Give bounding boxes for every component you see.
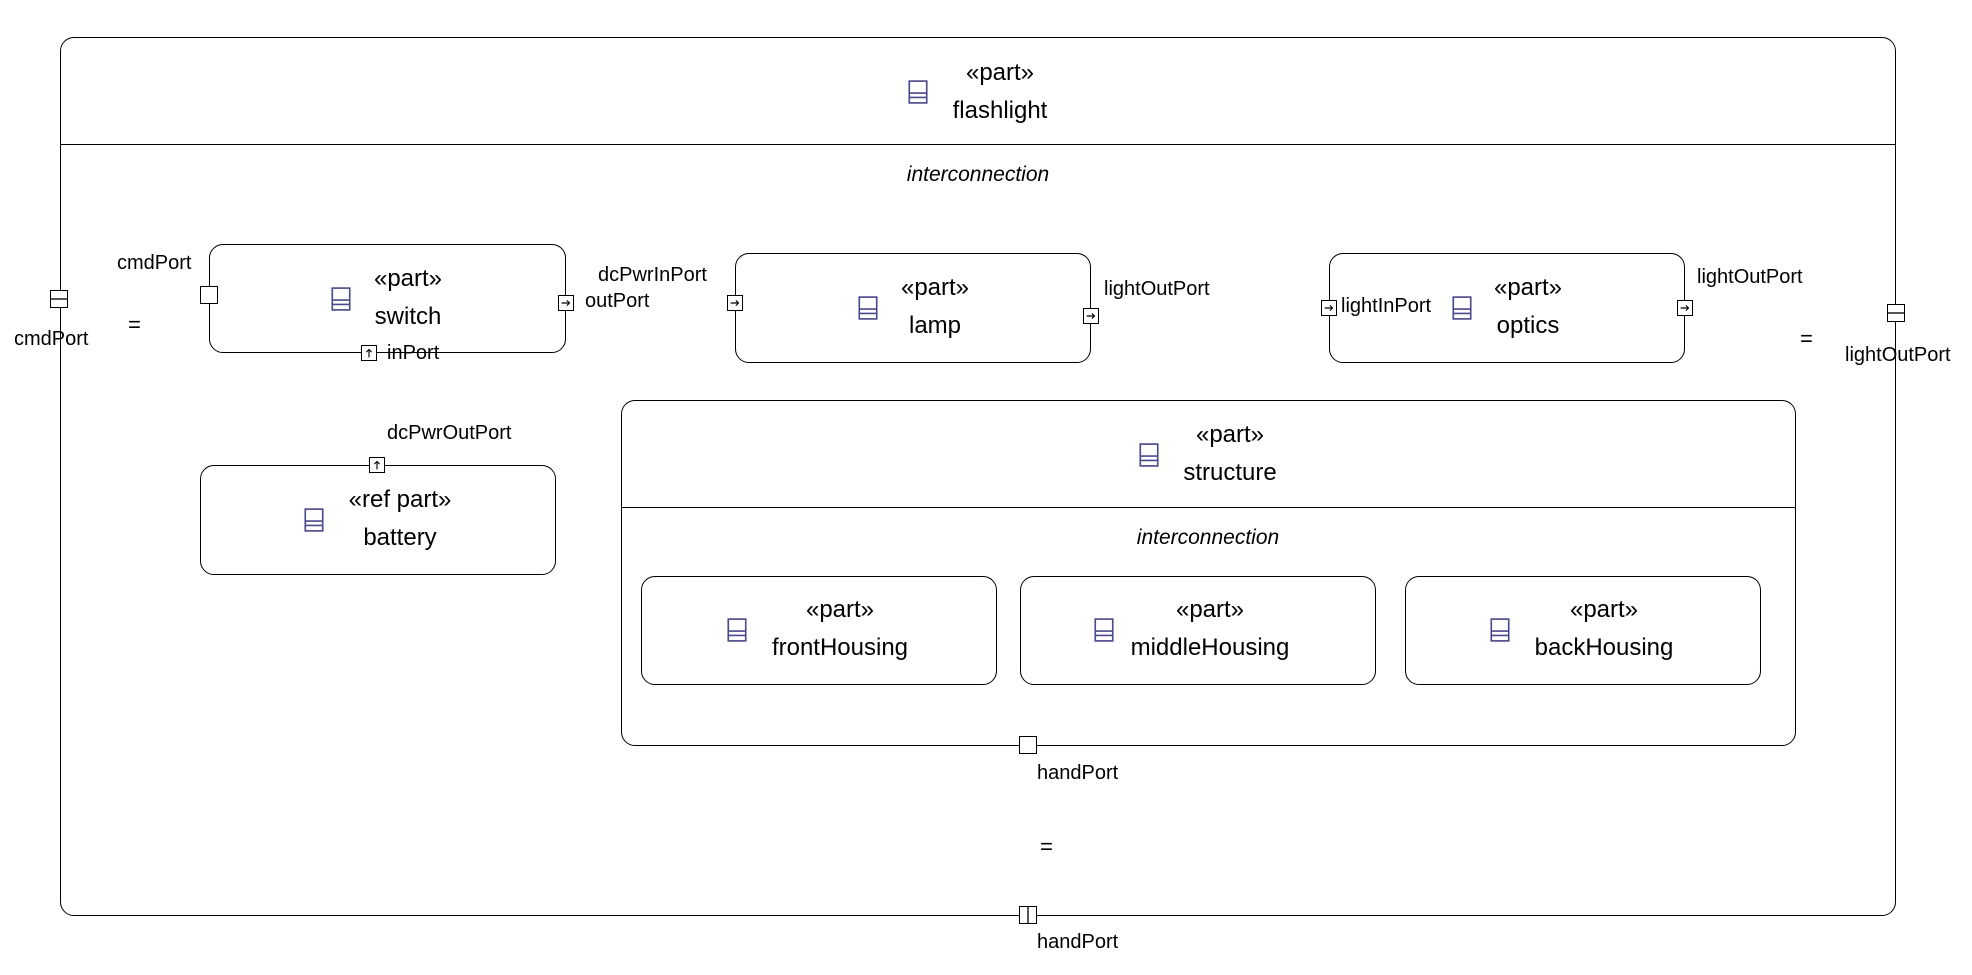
optics-outport[interactable]: [1677, 300, 1693, 316]
flashlight-compartment-label: interconnection: [906, 163, 1050, 186]
flashlight-stereotype: «part»: [965, 59, 1035, 86]
backhousing-stereotype: «part»: [1569, 596, 1639, 623]
structure-compartment-label: interconnection: [1136, 526, 1280, 549]
battery-block[interactable]: [200, 465, 556, 575]
switch-name: switch: [374, 303, 442, 330]
part-icon: [1094, 618, 1114, 642]
root-cmdport[interactable]: [50, 290, 68, 308]
flashlight-header-divider: [61, 144, 1895, 145]
backhousing-title: «part» backHousing: [1514, 591, 1694, 667]
part-icon: [1490, 618, 1510, 642]
flashlight-title: «part» flashlight: [900, 54, 1100, 130]
backhousing-name: backHousing: [1534, 634, 1674, 661]
flashlight-name: flashlight: [952, 97, 1048, 124]
structure-header-divider: [622, 507, 1795, 508]
switch-outport[interactable]: [558, 295, 574, 311]
fronthousing-name: frontHousing: [771, 634, 909, 661]
middlehousing-block[interactable]: [1020, 576, 1376, 685]
root-handport[interactable]: [1019, 906, 1037, 924]
part-icon: [858, 296, 878, 320]
structure-block[interactable]: [621, 400, 1796, 746]
structure-name: structure: [1183, 459, 1277, 486]
part-icon: [908, 80, 928, 104]
structure-title: «part» structure: [1150, 416, 1310, 492]
optics-block[interactable]: [1329, 253, 1685, 363]
battery-outport[interactable]: [369, 457, 385, 473]
backhousing-block[interactable]: [1405, 576, 1761, 685]
optics-stereotype: «part»: [1493, 274, 1563, 301]
switch-stereotype: «part»: [373, 265, 443, 292]
structure-handport-label: handPort: [1037, 762, 1119, 784]
fronthousing-stereotype: «part»: [805, 596, 875, 623]
structure-handport[interactable]: [1019, 736, 1037, 754]
lamp-stereotype: «part»: [900, 274, 970, 301]
part-icon: [331, 287, 351, 311]
part-icon: [1452, 296, 1472, 320]
binding-symbol-light: =: [1800, 326, 1813, 351]
part-icon: [304, 508, 324, 532]
battery-name: battery: [363, 524, 437, 551]
lamp-outport[interactable]: [1083, 308, 1099, 324]
switch-inport-label: inPort: [387, 342, 440, 364]
switch-cmdport-label: cmdPort: [117, 252, 192, 274]
structure-stereotype: «part»: [1195, 421, 1265, 448]
middlehousing-name: middleHousing: [1130, 634, 1290, 661]
part-icon: [1139, 443, 1159, 467]
fronthousing-block[interactable]: [641, 576, 997, 685]
switch-inport[interactable]: [361, 345, 377, 361]
lamp-inport-label: dcPwrInPort: [598, 264, 707, 286]
lamp-name: lamp: [908, 312, 962, 339]
switch-title: «part» switch: [328, 260, 488, 336]
optics-inport[interactable]: [1321, 300, 1337, 316]
optics-outport-label: lightOutPort: [1697, 266, 1803, 288]
optics-name: optics: [1496, 312, 1560, 339]
switch-cmdport[interactable]: [200, 286, 218, 304]
root-lightoutport[interactable]: [1887, 304, 1905, 322]
lamp-title: «part» lamp: [875, 269, 995, 345]
root-lightoutport-label: lightOutPort: [1845, 344, 1951, 366]
battery-stereotype: «ref part»: [348, 486, 452, 513]
battery-outport-label: dcPwrOutPort: [387, 422, 512, 444]
optics-title: «part» optics: [1468, 269, 1588, 345]
root-handport-label: handPort: [1037, 931, 1119, 953]
part-icon: [727, 618, 747, 642]
battery-title: «ref part» battery: [320, 481, 480, 557]
optics-inport-label: lightInPort: [1341, 295, 1432, 317]
lamp-block[interactable]: [735, 253, 1091, 363]
binding-symbol-hand: =: [1040, 834, 1053, 859]
lamp-outport-label: lightOutPort: [1104, 278, 1210, 300]
root-cmdport-label: cmdPort: [14, 328, 89, 350]
switch-block[interactable]: [209, 244, 566, 353]
middlehousing-stereotype: «part»: [1175, 596, 1245, 623]
fronthousing-title: «part» frontHousing: [750, 591, 930, 667]
switch-outport-label: outPort: [585, 290, 650, 312]
middlehousing-title: «part» middleHousing: [1110, 591, 1310, 667]
binding-symbol-cmd: =: [128, 312, 141, 337]
lamp-inport[interactable]: [727, 295, 743, 311]
